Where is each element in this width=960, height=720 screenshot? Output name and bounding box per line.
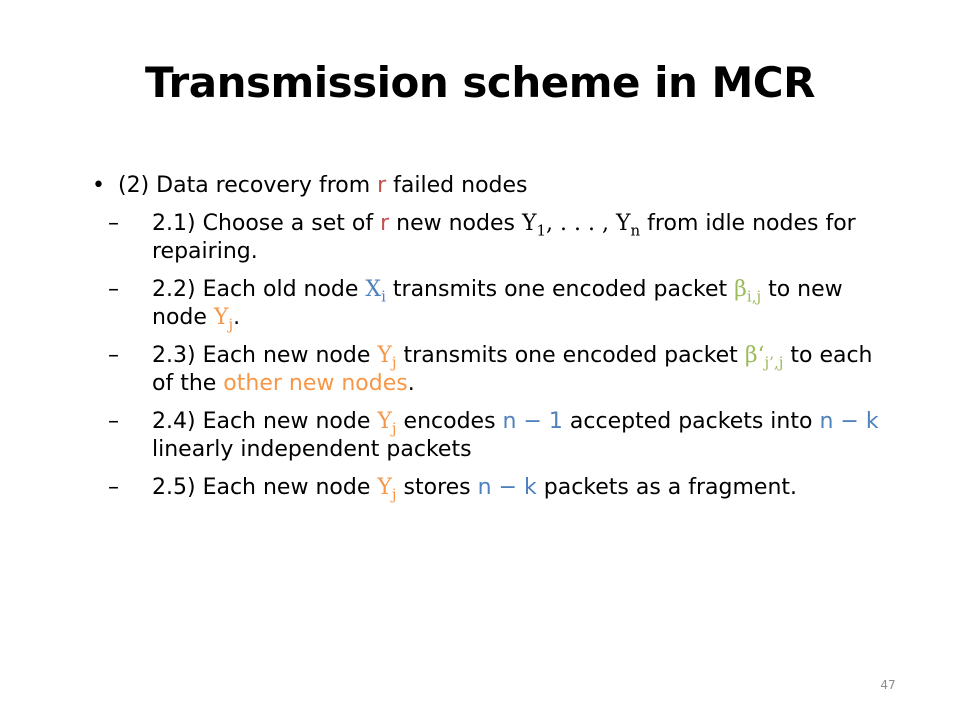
bullet1-r: r — [377, 173, 387, 198]
n-minus-1: n − 1 — [502, 409, 563, 434]
Yj-subscript: j — [391, 419, 397, 438]
bullet1-suffix: failed nodes — [386, 173, 528, 198]
item-mid: stores — [396, 475, 478, 500]
Y1-subscript: 1 — [536, 221, 547, 240]
Xi-symbol: X — [365, 277, 382, 302]
page-number: 47 — [880, 678, 896, 692]
n-minus-k: n − k — [477, 475, 537, 500]
Yn-symbol: Y — [615, 211, 631, 236]
item-mid: encodes — [396, 409, 503, 434]
bullet-data-recovery: • (2) Data recovery from r failed nodes — [92, 172, 892, 200]
Y1-symbol: Y — [521, 211, 537, 236]
item-pre: Each new node — [202, 475, 378, 500]
item-mid: transmits one encoded packet — [385, 277, 735, 302]
dash-icon: – — [108, 409, 119, 434]
item-post: from idle nodes for repairing. — [152, 211, 856, 264]
Yj-subscript: j — [391, 353, 397, 372]
Yj-symbol: Y — [377, 409, 392, 434]
Yj-symbol: Y — [377, 475, 392, 500]
beta-prime-symbol: β‘ — [744, 343, 765, 368]
item-post: . — [233, 305, 241, 330]
subitem-2-4: – 2.4) Each new node Yj encodes n − 1 ac… — [108, 408, 892, 464]
subitem-2-1: – 2.1) Choose a set of r new nodes Y1, .… — [108, 210, 892, 266]
subitem-2-5: – 2.5) Each new node Yj stores n − k pac… — [108, 474, 892, 502]
item-post: packets as a fragment. — [536, 475, 798, 500]
beta-subscript: i,j — [746, 287, 762, 306]
ellipsis: , . . . , — [546, 211, 616, 236]
item-pre: Each new node — [202, 343, 378, 368]
item-pre: Each old node — [202, 277, 366, 302]
other-new-nodes: other new nodes — [223, 371, 408, 396]
item-num: 2.3) — [152, 343, 203, 368]
item-post: . — [407, 371, 415, 396]
item-r: r — [380, 211, 390, 236]
subitem-2-2: – 2.2) Each old node Xi transmits one en… — [108, 276, 892, 332]
item-pre: Choose a set of — [202, 211, 381, 236]
item-num: 2.5) — [152, 475, 203, 500]
item-post: linearly independent packets — [152, 437, 472, 462]
beta-symbol: β — [734, 277, 747, 302]
slide-title: Transmission scheme in MCR — [145, 58, 815, 107]
Yj-symbol: Y — [213, 305, 229, 330]
subitem-2-3: – 2.3) Each new node Yj transmits one en… — [108, 342, 892, 398]
slide-content: • (2) Data recovery from r failed nodes … — [92, 172, 892, 512]
item-mid: transmits one encoded packet — [396, 343, 745, 368]
dash-icon: – — [108, 475, 119, 500]
item-mid2: to each of the — [152, 343, 873, 396]
Yn-subscript: n — [630, 221, 641, 240]
item-mid2: accepted packets into — [562, 409, 820, 434]
bullet-icon: • — [92, 173, 105, 198]
Yj-subscript: j — [391, 485, 397, 504]
item-mid2: to new node — [152, 277, 843, 330]
dash-icon: – — [108, 277, 119, 302]
item-mid: new nodes — [389, 211, 522, 236]
dash-icon: – — [108, 343, 119, 368]
Xi-subscript: i — [381, 287, 386, 306]
n-minus-k: n − k — [819, 409, 879, 434]
item-pre: Each new node — [202, 409, 378, 434]
bullet1-prefix: (2) Data recovery from — [118, 173, 378, 198]
item-num: 2.4) — [152, 409, 203, 434]
item-num: 2.1) — [152, 211, 203, 236]
dash-icon: – — [108, 211, 119, 236]
Yj-subscript: j — [228, 315, 234, 334]
Yj-symbol: Y — [377, 343, 392, 368]
item-num: 2.2) — [152, 277, 203, 302]
beta-prime-subscript: j’,j — [764, 353, 784, 372]
